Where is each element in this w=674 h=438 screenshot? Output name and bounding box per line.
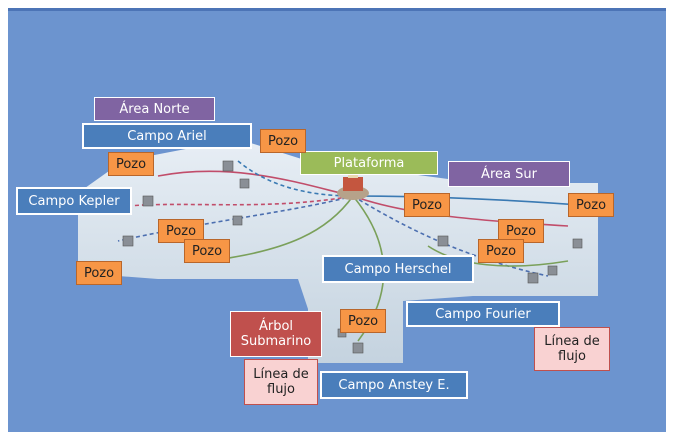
field-herschel-label: Campo Herschel: [322, 255, 474, 283]
well-label: Pozo: [76, 261, 122, 285]
well-label: Pozo: [260, 129, 306, 153]
subsea-tree-label: Árbol Submarino: [230, 311, 322, 357]
field-anstey-label: Campo Anstey E.: [320, 371, 468, 399]
well-label: Pozo: [184, 239, 230, 263]
well-label: Pozo: [108, 152, 154, 176]
field-kepler-label: Campo Kepler: [16, 187, 132, 215]
well-label: Pozo: [340, 309, 386, 333]
well-label: Pozo: [568, 193, 614, 217]
diagram-canvas: Área Norte Área Sur Plataforma Campo Ari…: [8, 8, 666, 432]
subsea-field-illustration: [78, 139, 598, 363]
field-ariel-label: Campo Ariel: [82, 123, 252, 149]
platform-label: Plataforma: [300, 151, 438, 175]
flowline-label: Línea de flujo: [244, 359, 318, 405]
well-label: Pozo: [478, 239, 524, 263]
field-fourier-label: Campo Fourier: [406, 301, 560, 327]
area-south-label: Área Sur: [448, 161, 570, 187]
seabed-image: [78, 139, 598, 363]
flowline-label: Línea de flujo: [534, 327, 610, 371]
area-north-label: Área Norte: [94, 97, 215, 121]
well-label: Pozo: [158, 219, 204, 243]
well-label: Pozo: [404, 193, 450, 217]
